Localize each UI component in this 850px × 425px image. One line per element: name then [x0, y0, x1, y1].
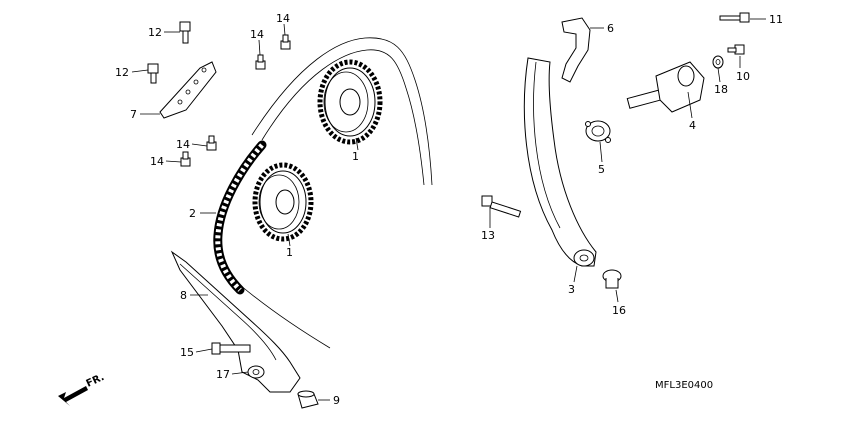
camshaft-sprocket-upper	[317, 59, 383, 145]
collar-9	[297, 390, 319, 409]
callout-labels: 1 1 2 3 4 5 6 7 8 9 10 11 12 12 13 14 14…	[115, 12, 783, 407]
bolt-15	[211, 342, 251, 355]
callout-12-upper: 12	[148, 26, 162, 39]
callout-18: 18	[714, 83, 728, 96]
bolt-13	[481, 195, 522, 218]
chain-guide	[170, 250, 301, 393]
callout-11: 11	[769, 13, 783, 26]
callout-13: 13	[481, 229, 495, 242]
front-direction-arrow-icon	[58, 386, 88, 406]
bolt-12-lower	[147, 63, 159, 84]
stopper-plate	[561, 17, 591, 83]
callout-8: 8	[180, 289, 187, 302]
callout-14-c: 14	[176, 138, 190, 151]
callout-17: 17	[216, 368, 230, 381]
callout-7: 7	[130, 108, 137, 121]
callout-9: 9	[333, 394, 340, 407]
diagram-code: MFL3E0400	[655, 380, 713, 391]
leader-lines	[131, 18, 766, 401]
bolt-14-a	[280, 34, 291, 50]
collar-16	[602, 269, 622, 289]
bolt-12-upper	[179, 21, 191, 44]
bolt-14-b	[255, 54, 266, 70]
cam-chain-outline	[239, 37, 433, 349]
washer-18	[712, 55, 724, 69]
callout-14-a: 14	[276, 12, 290, 25]
callout-2: 2	[189, 207, 196, 220]
bolt-14-c	[206, 135, 217, 151]
callout-6: 6	[607, 22, 614, 35]
callout-15: 15	[180, 346, 194, 359]
callout-14-b: 14	[250, 28, 264, 41]
front-direction-label: FR.	[85, 372, 106, 390]
callout-3: 3	[568, 283, 575, 296]
callout-12-lower: 12	[115, 66, 129, 79]
callout-16: 16	[612, 304, 626, 317]
chain-guide-plate	[159, 61, 217, 119]
cam-chain	[213, 140, 267, 295]
bolt-11	[719, 12, 750, 23]
callout-1-lower: 1	[286, 246, 293, 259]
collar-17	[247, 365, 265, 379]
camshaft-sprocket-lower	[252, 162, 314, 242]
callout-5: 5	[598, 163, 605, 176]
tensioner-arm	[523, 57, 597, 267]
callout-14-d: 14	[150, 155, 164, 168]
bolt-14-d	[180, 151, 191, 167]
callout-10: 10	[736, 70, 750, 83]
callout-4: 4	[689, 119, 696, 132]
gasket	[585, 120, 611, 143]
tensioner-lifter	[626, 61, 705, 113]
bolt-10	[727, 44, 745, 55]
callout-1-upper: 1	[352, 150, 359, 163]
